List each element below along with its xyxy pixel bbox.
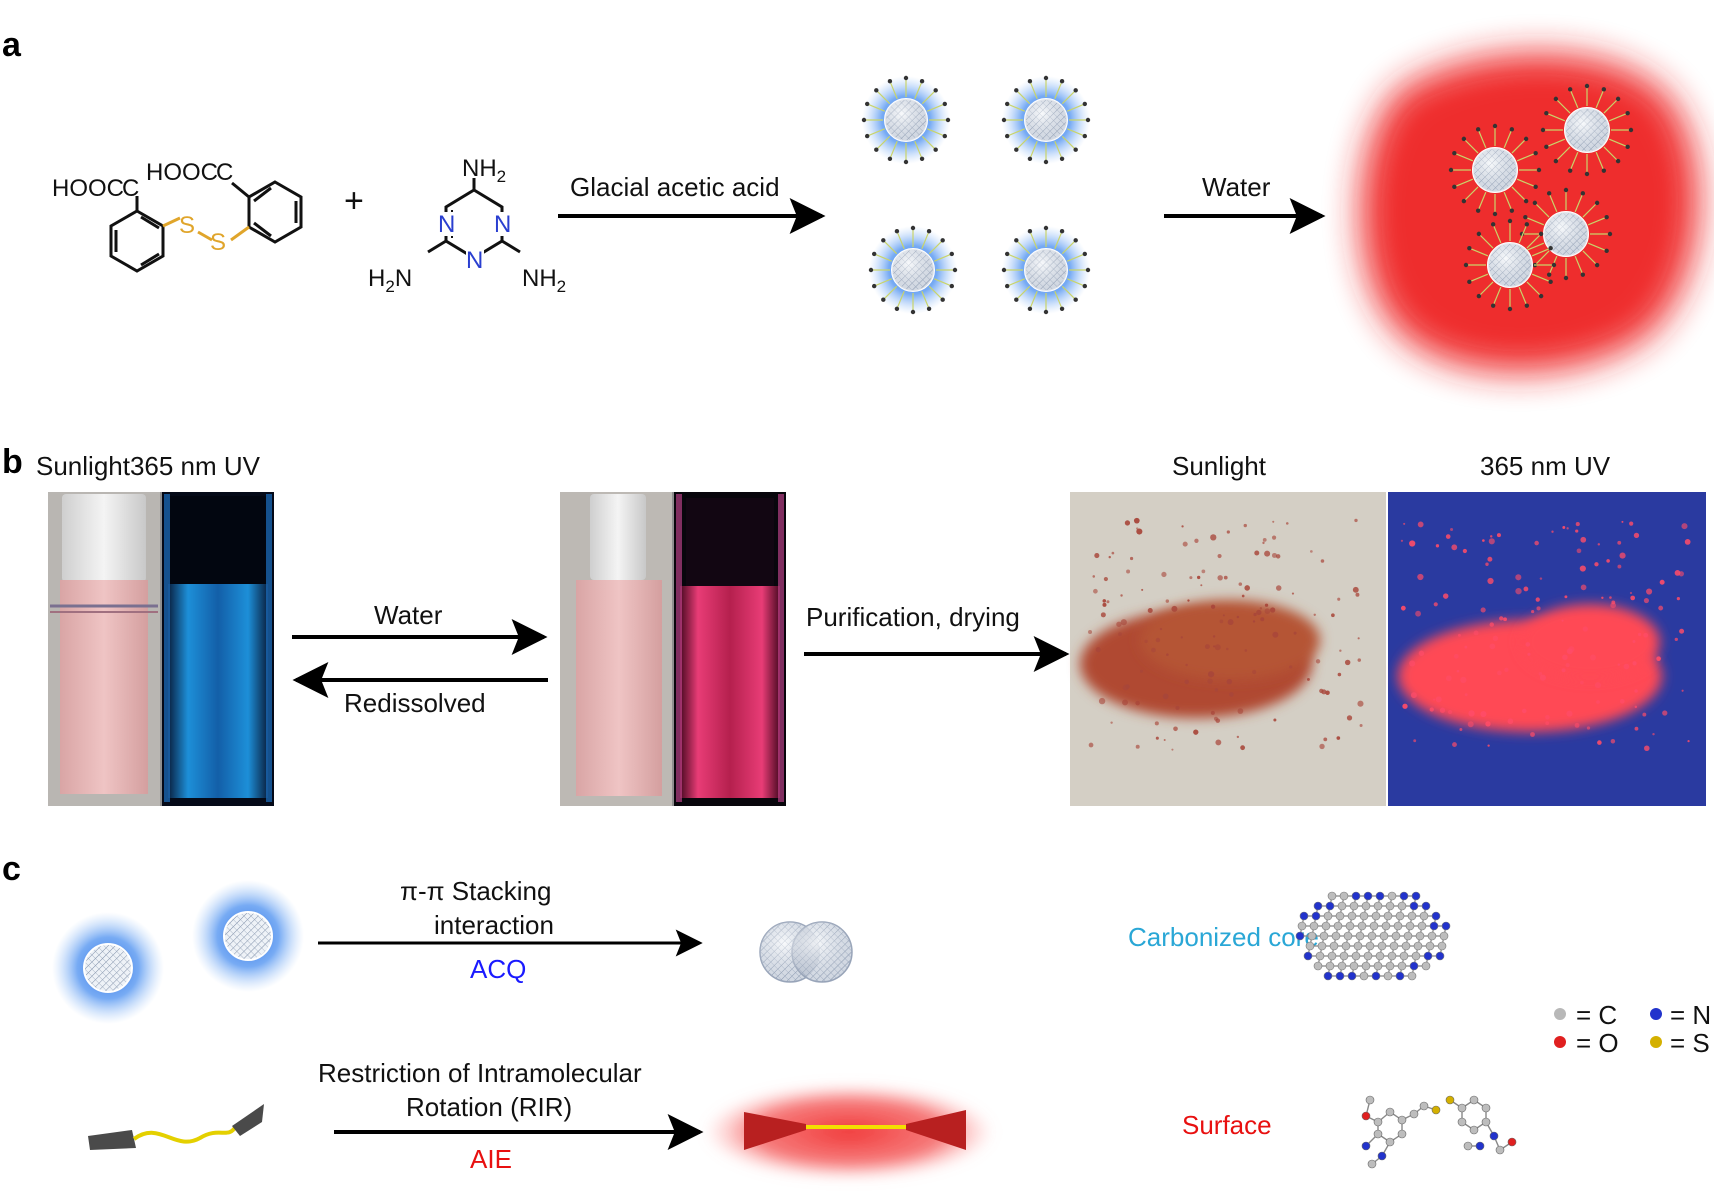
sulfur2-label: S [210,229,226,256]
red-emissive-aggregate [1361,53,1699,373]
melamine-structure: N N N NH2 H2N NH2 [368,155,566,296]
legend-s-dot [1650,1036,1662,1048]
sulfur1-label: S [179,212,195,239]
atom-legend: = C = N = O = S [1554,1000,1711,1058]
cuvette-photo-1 [48,492,274,806]
vial1-title: Sunlight365 nm UV [36,451,261,481]
panel-letter-b: b [2,443,23,481]
restricted-rotor-glow [704,1084,994,1180]
ring-n-left: N [438,211,455,238]
dithiosalicylic-acid-structure: HOOC HOOC C C S S [52,159,303,273]
red-agg-dot-1 [1448,123,1542,217]
legend-c: = C [1576,1000,1617,1030]
blue-dot-1 [861,75,951,165]
powder-photo-uv [1388,492,1706,806]
acq-dot-2 [192,880,304,992]
panel-letter-a: a [2,26,22,64]
cuvette-photo-2 [560,492,786,806]
panel-letter-c: c [2,850,21,888]
acq-dot-1 [52,912,164,1024]
acq-line2: interaction [434,910,554,940]
acid1-label: HOOC [52,175,124,202]
legend-o-dot [1554,1036,1566,1048]
blue-dot-3 [868,225,958,315]
stacked-dots [759,921,853,983]
surface-label: Surface [1182,1110,1272,1140]
red-agg-dot-2 [1540,83,1634,177]
legend-c-dot [1554,1008,1566,1020]
plus-sign: + [344,182,364,220]
red-agg-dot-3 [1519,187,1613,281]
aie-result-label: AIE [470,1144,512,1174]
powder-uv-title: 365 nm UV [1480,451,1611,481]
acq-isolated-dots [52,880,304,1024]
legend-n: = N [1670,1000,1711,1030]
purification-label: Purification, drying [806,602,1020,632]
rotor-molecule [88,1104,264,1150]
forward-water-label: Water [374,600,443,630]
ring-n-bottom: N [466,247,483,274]
carbonized-core-model [1295,891,1451,981]
red-agg-dot-4 [1463,218,1557,312]
acq-result-label: ACQ [470,954,526,984]
blue-dot-4 [1001,225,1091,315]
amine-top: NH2 [462,155,506,186]
blue-dot-2 [1001,75,1091,165]
acq-line1: π-π Stacking [400,876,551,906]
blue-emissive-carbon-dots [861,75,1091,315]
acid1-c: C [122,175,139,202]
legend-o: = O [1576,1028,1619,1058]
powder-sunlight-title: Sunlight [1172,451,1267,481]
water-label-a: Water [1202,172,1271,202]
surface-molecule-model [1361,1095,1517,1169]
ring-n-right: N [494,211,511,238]
acid2-c: C [216,159,233,186]
carbonized-core-label: Carbonized core [1128,922,1319,952]
aie-line1: Restriction of Intramolecular [318,1058,642,1088]
redissolved-label: Redissolved [344,688,486,718]
glacial-acetic-acid-label: Glacial acetic acid [570,172,780,202]
aie-line2: Rotation (RIR) [406,1092,572,1122]
amine-left: H2N [368,265,412,296]
legend-s: = S [1670,1028,1710,1058]
legend-n-dot [1650,1008,1662,1020]
powder-photo-sunlight [1070,492,1386,806]
acid2-label: HOOC [146,159,218,186]
amine-right: NH2 [522,265,566,296]
